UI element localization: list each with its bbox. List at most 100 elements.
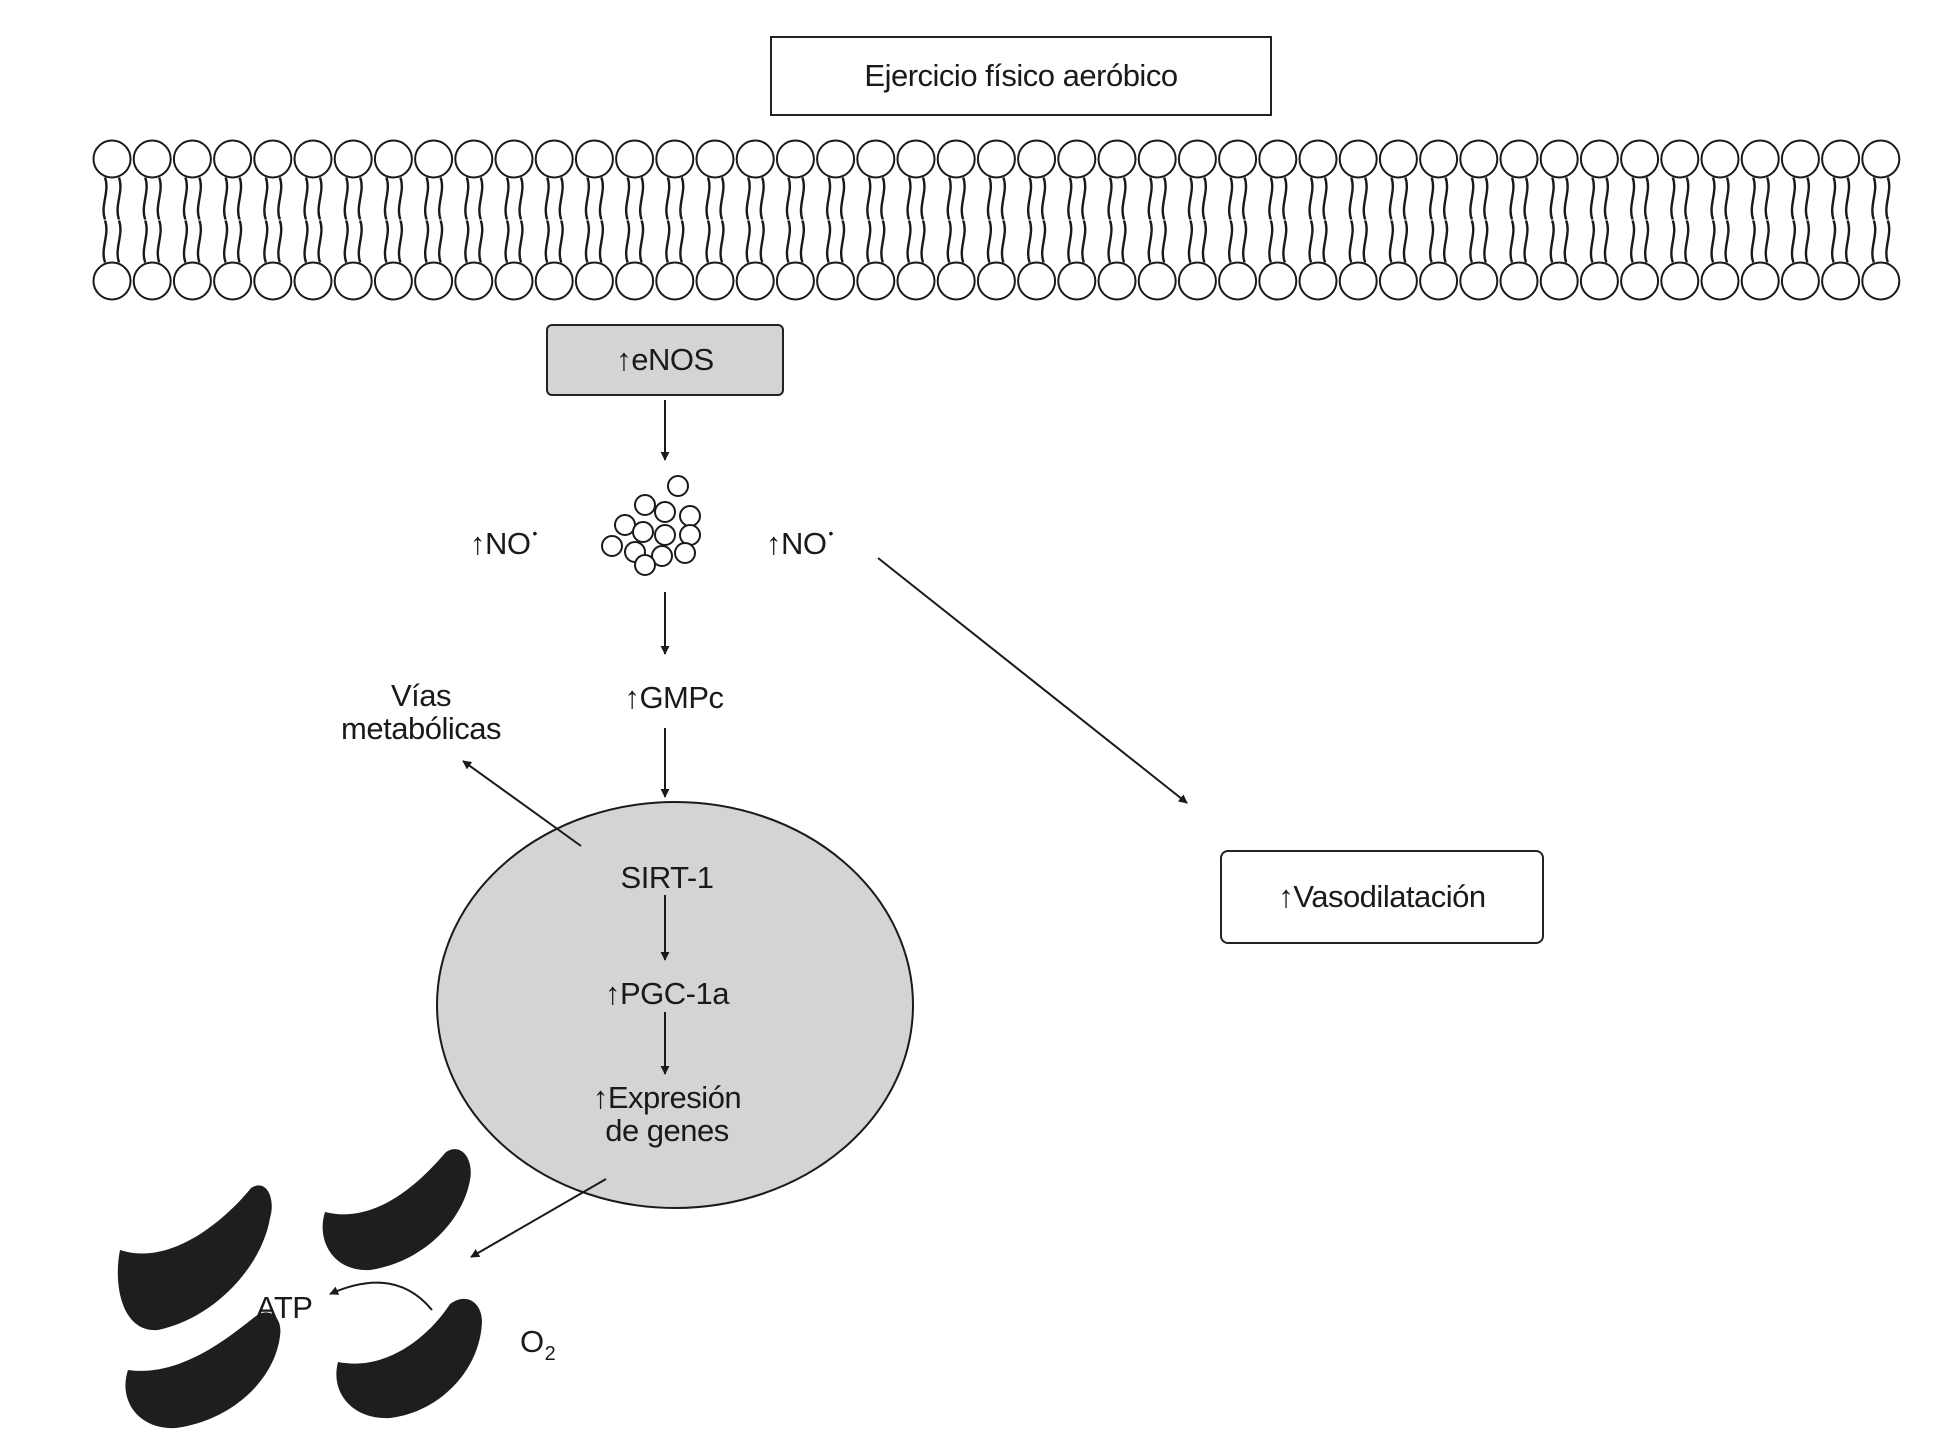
lipid-head — [816, 261, 856, 301]
no-left-radical: • — [532, 525, 538, 541]
lipid-head — [1258, 261, 1298, 301]
lipid-head — [1017, 261, 1057, 301]
metabolic-line-2: metabólicas — [341, 710, 501, 746]
lipid-head — [775, 261, 815, 301]
lipid-head — [414, 261, 454, 301]
arrow-to-vasodilation — [877, 557, 1188, 804]
sirt1-label: SIRT-1 — [620, 860, 714, 895]
lipid-head — [1258, 139, 1298, 179]
lipid-head — [293, 261, 333, 301]
lipid-head — [936, 261, 976, 301]
lipid-head — [1660, 139, 1700, 179]
lipid-head — [534, 139, 574, 179]
lipid-head — [976, 261, 1016, 301]
lipid-head — [1620, 139, 1660, 179]
mitochondrion-3 — [125, 1312, 281, 1429]
lipid-head — [373, 261, 413, 301]
vasodilation-box: ↑Vasodilatación — [1220, 850, 1544, 944]
lipid-head — [816, 139, 856, 179]
lipid-head — [1821, 139, 1861, 179]
lipid-head — [775, 139, 815, 179]
lipid-head — [1700, 139, 1740, 179]
o2-label: O2 — [520, 1326, 556, 1365]
lipid-head — [1137, 139, 1177, 179]
lipid-head — [1419, 139, 1459, 179]
lipid-head — [1620, 261, 1660, 301]
lipid-head — [655, 139, 695, 179]
lipid-head — [1218, 139, 1258, 179]
lipid-head — [1780, 261, 1820, 301]
mitochondrion-2 — [322, 1149, 471, 1271]
lipid-head — [92, 261, 132, 301]
mitochondrion-1 — [117, 1185, 272, 1331]
lipid-bilayer-membrane — [92, 139, 1901, 301]
lipid-head — [1057, 139, 1097, 179]
lipid-head — [735, 139, 775, 179]
lipid-head — [1378, 261, 1418, 301]
lipid-head — [1539, 139, 1579, 179]
lipid-head — [1861, 139, 1901, 179]
lipid-head — [333, 261, 373, 301]
lipid-head — [414, 139, 454, 179]
pgc1a-label: ↑PGC-1a — [605, 976, 729, 1011]
lipid-head — [1459, 139, 1499, 179]
lipid-head — [534, 261, 574, 301]
lipid-head — [213, 139, 253, 179]
lipid-head — [454, 261, 494, 301]
gene-expression-label: ↑Expresión de genes — [592, 1080, 742, 1148]
lipid-head — [1700, 261, 1740, 301]
lipid-head — [615, 261, 655, 301]
lipid-head — [293, 139, 333, 179]
stimulus-label: Ejercicio físico aeróbico — [864, 58, 1178, 93]
lipid-head — [373, 139, 413, 179]
lipid-head — [253, 139, 293, 179]
lipid-head — [92, 139, 132, 179]
enos-box: ↑eNOS — [546, 324, 784, 396]
lipid-head — [615, 139, 655, 179]
lipid-head — [172, 261, 212, 301]
metabolic-line-1: Vías — [390, 678, 452, 713]
lipid-head — [1539, 261, 1579, 301]
lipid-head — [1579, 139, 1619, 179]
lipid-head — [132, 261, 172, 301]
lipid-head — [976, 139, 1016, 179]
expression-line-1: ↑Expresión — [592, 1080, 742, 1115]
no-right-radical: • — [828, 525, 834, 541]
arrow-to-metabolic-pathways — [462, 760, 582, 847]
lipid-head — [1177, 139, 1217, 179]
lipid-head — [1459, 261, 1499, 301]
lipid-head — [1177, 261, 1217, 301]
lipid-head — [574, 139, 614, 179]
metabolic-pathways-label: Vías metabólicas — [341, 678, 501, 746]
lipid-head — [1660, 261, 1700, 301]
arrow-o2-to-atp — [329, 1281, 433, 1311]
lipid-head — [1097, 139, 1137, 179]
lipid-head — [1740, 139, 1780, 179]
expression-line-2: de genes — [605, 1112, 729, 1148]
o2-subscript: 2 — [544, 1343, 556, 1365]
lipid-head — [1218, 261, 1258, 301]
lipid-head — [333, 139, 373, 179]
lipid-head — [1378, 139, 1418, 179]
lipid-head — [1097, 261, 1137, 301]
lipid-head — [1579, 261, 1619, 301]
lipid-head — [132, 139, 172, 179]
gmpc-label: ↑GMPc — [624, 680, 724, 715]
lipid-head — [1499, 139, 1539, 179]
stimulus-box: Ejercicio físico aeróbico — [770, 36, 1272, 116]
lipid-head — [1338, 139, 1378, 179]
mitochondria-group — [117, 1149, 482, 1429]
lipid-head — [1338, 261, 1378, 301]
no-label-right: ↑NO• — [766, 526, 833, 559]
lipid-head — [896, 261, 936, 301]
lipid-head — [1861, 261, 1901, 301]
vasodilation-label: ↑Vasodilatación — [1278, 879, 1486, 914]
arrow-nucleus-to-mitochondria — [470, 1178, 607, 1258]
lipid-head — [695, 139, 735, 179]
atp-label: ATP — [256, 1290, 313, 1325]
lipid-head — [856, 261, 896, 301]
lipid-head — [1137, 261, 1177, 301]
mitochondrion-4 — [336, 1298, 482, 1419]
